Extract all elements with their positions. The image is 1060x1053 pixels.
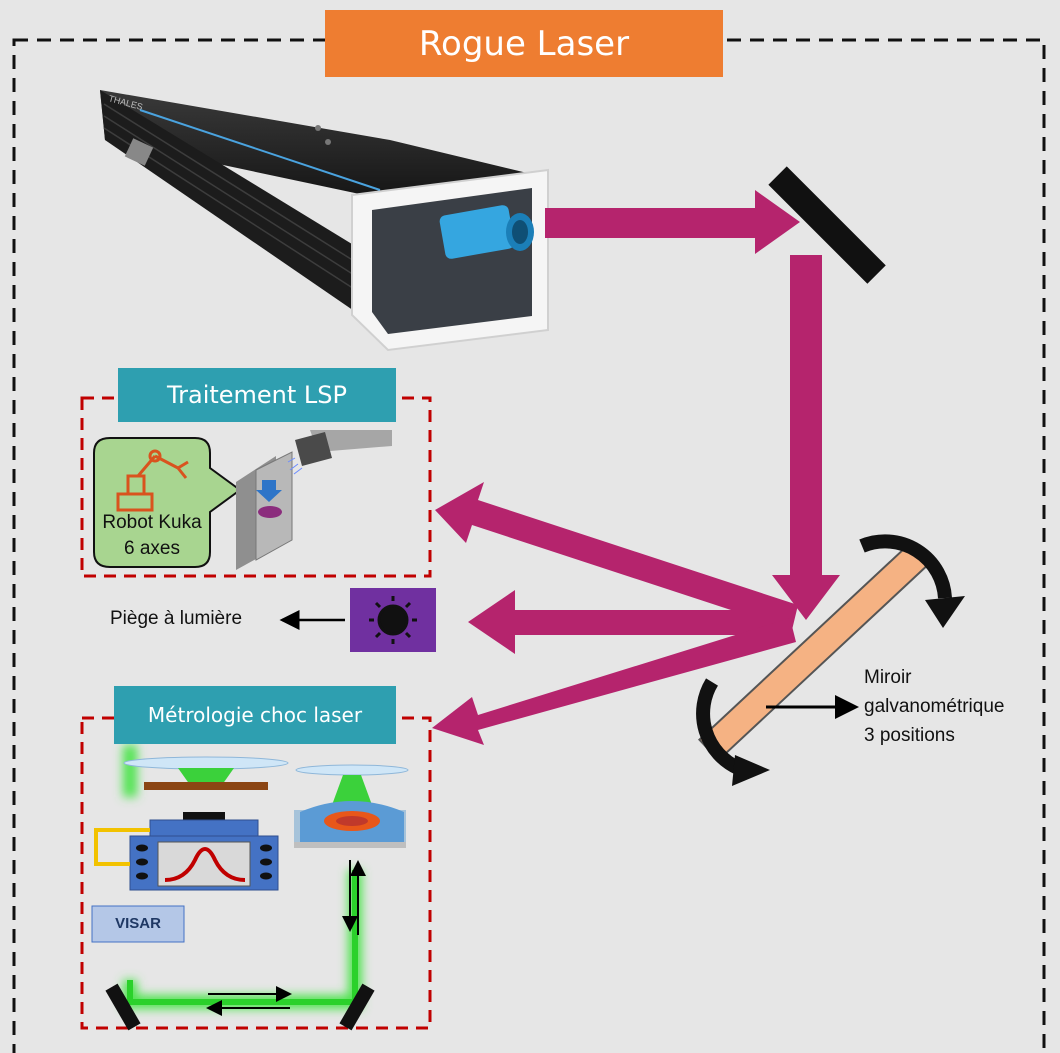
target-assembly bbox=[94, 756, 289, 891]
fold-mirror bbox=[768, 166, 886, 284]
beam-to-metrology bbox=[432, 618, 796, 745]
metrology-section-frame bbox=[80, 716, 432, 1030]
beam-to-lsp bbox=[435, 482, 798, 630]
sample-block bbox=[236, 451, 293, 570]
lsp-section-title: Traitement LSP bbox=[118, 368, 396, 422]
visar-box bbox=[91, 905, 185, 943]
beam-laser-to-mirror bbox=[545, 190, 800, 254]
light-trap-label: Piège à lumière bbox=[110, 608, 243, 629]
mirror-label-line1: Miroir bbox=[864, 667, 912, 688]
robot-arm-icon bbox=[116, 449, 189, 512]
metrology-mirror-left bbox=[105, 983, 141, 1031]
beam-to-light-trap bbox=[468, 590, 792, 654]
bidirectional-arrows bbox=[206, 860, 366, 1016]
beam-vertical-down bbox=[772, 255, 840, 620]
robot-label-line2: 6 axes bbox=[124, 538, 180, 559]
lsp-section-frame bbox=[80, 396, 432, 578]
green-beam-core bbox=[127, 870, 358, 1005]
metrology-mirror-right bbox=[339, 983, 375, 1031]
robot-panel bbox=[93, 437, 242, 568]
rotation-arrow-icon bbox=[696, 534, 952, 775]
mirror-label-line2: galvanométrique bbox=[864, 696, 1005, 717]
robot-label-line1: Robot Kuka bbox=[102, 512, 202, 533]
surface-sample bbox=[294, 764, 409, 848]
mirror-label-line3: 3 positions bbox=[864, 725, 955, 746]
metrology-section-title: Métrologie choc laser bbox=[114, 686, 396, 744]
lsp-nozzle bbox=[287, 430, 392, 475]
sun-icon bbox=[369, 596, 417, 644]
page-title: Rogue Laser bbox=[325, 10, 723, 77]
visar-label: VISAR bbox=[115, 915, 161, 932]
rotation-arrowheads bbox=[732, 596, 965, 786]
magenta-beams bbox=[432, 190, 840, 745]
laser-device-icon: THALES bbox=[100, 90, 549, 352]
